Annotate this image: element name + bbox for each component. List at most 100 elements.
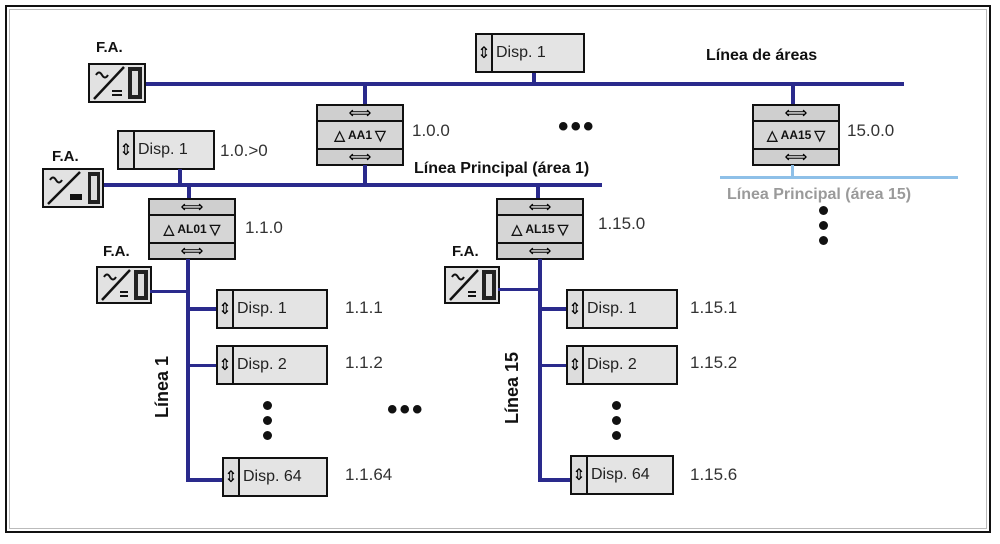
device-name: Disp. 1 xyxy=(587,300,637,317)
coupler-name: AA15 xyxy=(780,128,812,142)
aa15-stub-bottom xyxy=(791,165,794,177)
line-coupler-al15[interactable]: ⟺ △AL15▽ ⟺ xyxy=(496,198,584,260)
power-supply-main-line-1[interactable] xyxy=(42,168,104,208)
bidirectional-arrow-icon: ⇕ xyxy=(477,35,493,71)
area-line-device[interactable]: ⇕ Disp. 1 xyxy=(475,33,585,73)
bidirectional-arrow-icon: ⇕ xyxy=(224,459,240,495)
main-line-device-address: 1.0.>0 xyxy=(220,141,268,160)
power-supply-label: F.A. xyxy=(452,243,479,260)
ellipsis-areas: ••• xyxy=(558,110,596,143)
device-name: Disp. 1 xyxy=(138,141,188,158)
al01-stub-top xyxy=(187,185,191,199)
power-supply-icon xyxy=(449,269,496,301)
line-1-device-64-address: 1.1.64 xyxy=(345,465,393,484)
main-line-1-label: Línea Principal (área 1) xyxy=(414,160,590,177)
ellipsis-line-1-vertical xyxy=(263,401,273,446)
line-1-device-1-address: 1.1.1 xyxy=(345,298,383,317)
diagram-frame xyxy=(5,5,991,533)
bidirectional-arrow-icon: ⇕ xyxy=(218,347,234,383)
power-supply-line-1[interactable] xyxy=(96,266,152,304)
coupler-connector-icon: ⟺ xyxy=(754,105,838,122)
device-name: Disp. 1 xyxy=(496,44,546,61)
up-triangle-icon: △ xyxy=(163,221,175,237)
main-line-1-bus xyxy=(102,183,602,187)
line-15-bottom-bus xyxy=(538,478,572,482)
main-device-stub xyxy=(178,169,182,185)
area-line-label: Línea de áreas xyxy=(706,47,818,64)
device-name: Disp. 64 xyxy=(243,468,302,485)
ellipsis-lines: ••• xyxy=(387,393,425,426)
line-15-device-1[interactable]: ⇕ Disp. 1 xyxy=(566,289,678,329)
device-name: Disp. 2 xyxy=(587,356,637,373)
coupler-connector-icon: ⟺ xyxy=(498,199,582,216)
device-name: Disp. 2 xyxy=(237,356,287,373)
line-1-device-2[interactable]: ⇕ Disp. 2 xyxy=(216,345,328,385)
down-triangle-icon: ▽ xyxy=(209,221,221,237)
aa1-stub-top xyxy=(363,84,367,106)
bidirectional-arrow-icon: ⇕ xyxy=(568,347,584,383)
coupler-connector-icon: ⟺ xyxy=(318,105,402,122)
bidirectional-arrow-icon: ⇕ xyxy=(572,457,588,493)
area-coupler-aa1[interactable]: ⟺ △AA1▽ ⟺ xyxy=(316,104,404,166)
main-line-device[interactable]: ⇕ Disp. 1 xyxy=(117,130,215,170)
coupler-connector-icon: ⟺ xyxy=(498,242,582,260)
bidirectional-arrow-icon: ⇕ xyxy=(568,291,584,327)
down-triangle-icon: ▽ xyxy=(557,221,569,237)
coupler-connector-icon: ⟺ xyxy=(754,148,838,166)
bidirectional-arrow-icon: ⇕ xyxy=(119,132,135,168)
power-supply-icon xyxy=(93,66,142,100)
line-1-device-1-stub xyxy=(188,307,218,311)
power-supply-label: F.A. xyxy=(52,148,79,165)
power-supply-label: F.A. xyxy=(96,39,123,56)
device-name: Disp. 64 xyxy=(591,466,650,483)
line-15-device-2-address: 1.15.2 xyxy=(690,353,738,372)
line-15-psu-stub xyxy=(498,288,540,291)
line-15-bus xyxy=(538,259,542,481)
main-line-15-bus xyxy=(720,176,958,179)
line-1-device-2-stub xyxy=(188,364,218,367)
up-triangle-icon: △ xyxy=(766,127,778,143)
area-coupler-aa1-address: 1.0.0 xyxy=(412,121,450,140)
line-1-device-64[interactable]: ⇕ Disp. 64 xyxy=(222,457,328,497)
power-supply-icon xyxy=(47,171,100,205)
power-supply-line-15[interactable] xyxy=(444,266,500,304)
coupler-name: AL15 xyxy=(525,222,555,236)
line-15-device-2[interactable]: ⇕ Disp. 2 xyxy=(566,345,678,385)
line-15-device-1-address: 1.15.1 xyxy=(690,298,738,317)
line-coupler-al01[interactable]: ⟺ △AL01▽ ⟺ xyxy=(148,198,236,260)
aa15-stub-top xyxy=(791,84,795,106)
area-line-bus xyxy=(146,82,904,86)
ellipsis-area-15-vertical xyxy=(819,206,829,251)
line-1-device-1[interactable]: ⇕ Disp. 1 xyxy=(216,289,328,329)
down-triangle-icon: ▽ xyxy=(814,127,826,143)
device-name: Disp. 1 xyxy=(237,300,287,317)
al15-stub-top xyxy=(536,185,540,199)
ellipsis-line-15-vertical xyxy=(612,401,622,446)
line-15-device-1-stub xyxy=(540,307,568,311)
line-15-device-2-stub xyxy=(540,364,568,367)
aa1-stub-bottom xyxy=(363,165,367,185)
line-15-device-64[interactable]: ⇕ Disp. 64 xyxy=(570,455,674,495)
coupler-connector-icon: ⟺ xyxy=(150,199,234,216)
up-triangle-icon: △ xyxy=(334,127,345,143)
coupler-name: AA1 xyxy=(347,128,372,142)
power-supply-label: F.A. xyxy=(103,243,130,260)
area-device-stub xyxy=(532,72,536,84)
down-triangle-icon: ▽ xyxy=(375,127,386,143)
line-15-device-64-address: 1.15.6 xyxy=(690,465,738,484)
line-coupler-al15-address: 1.15.0 xyxy=(598,214,646,233)
coupler-connector-icon: ⟺ xyxy=(318,148,402,166)
coupler-name: AL01 xyxy=(177,222,207,236)
up-triangle-icon: △ xyxy=(511,221,523,237)
bidirectional-arrow-icon: ⇕ xyxy=(218,291,234,327)
line-15-label: Línea 15 xyxy=(502,351,522,424)
area-coupler-aa15-address: 15.0.0 xyxy=(847,121,895,140)
power-supply-area-line[interactable] xyxy=(88,63,146,103)
coupler-connector-icon: ⟺ xyxy=(150,242,234,260)
line-1-bottom-bus xyxy=(186,478,224,482)
area-coupler-aa15[interactable]: ⟺ △AA15▽ ⟺ xyxy=(752,104,840,166)
main-line-15-label: Línea Principal (área 15) xyxy=(727,186,912,203)
diagram-frame-inner xyxy=(9,9,987,529)
line-1-device-2-address: 1.1.2 xyxy=(345,353,383,372)
line-1-bus xyxy=(186,259,190,481)
